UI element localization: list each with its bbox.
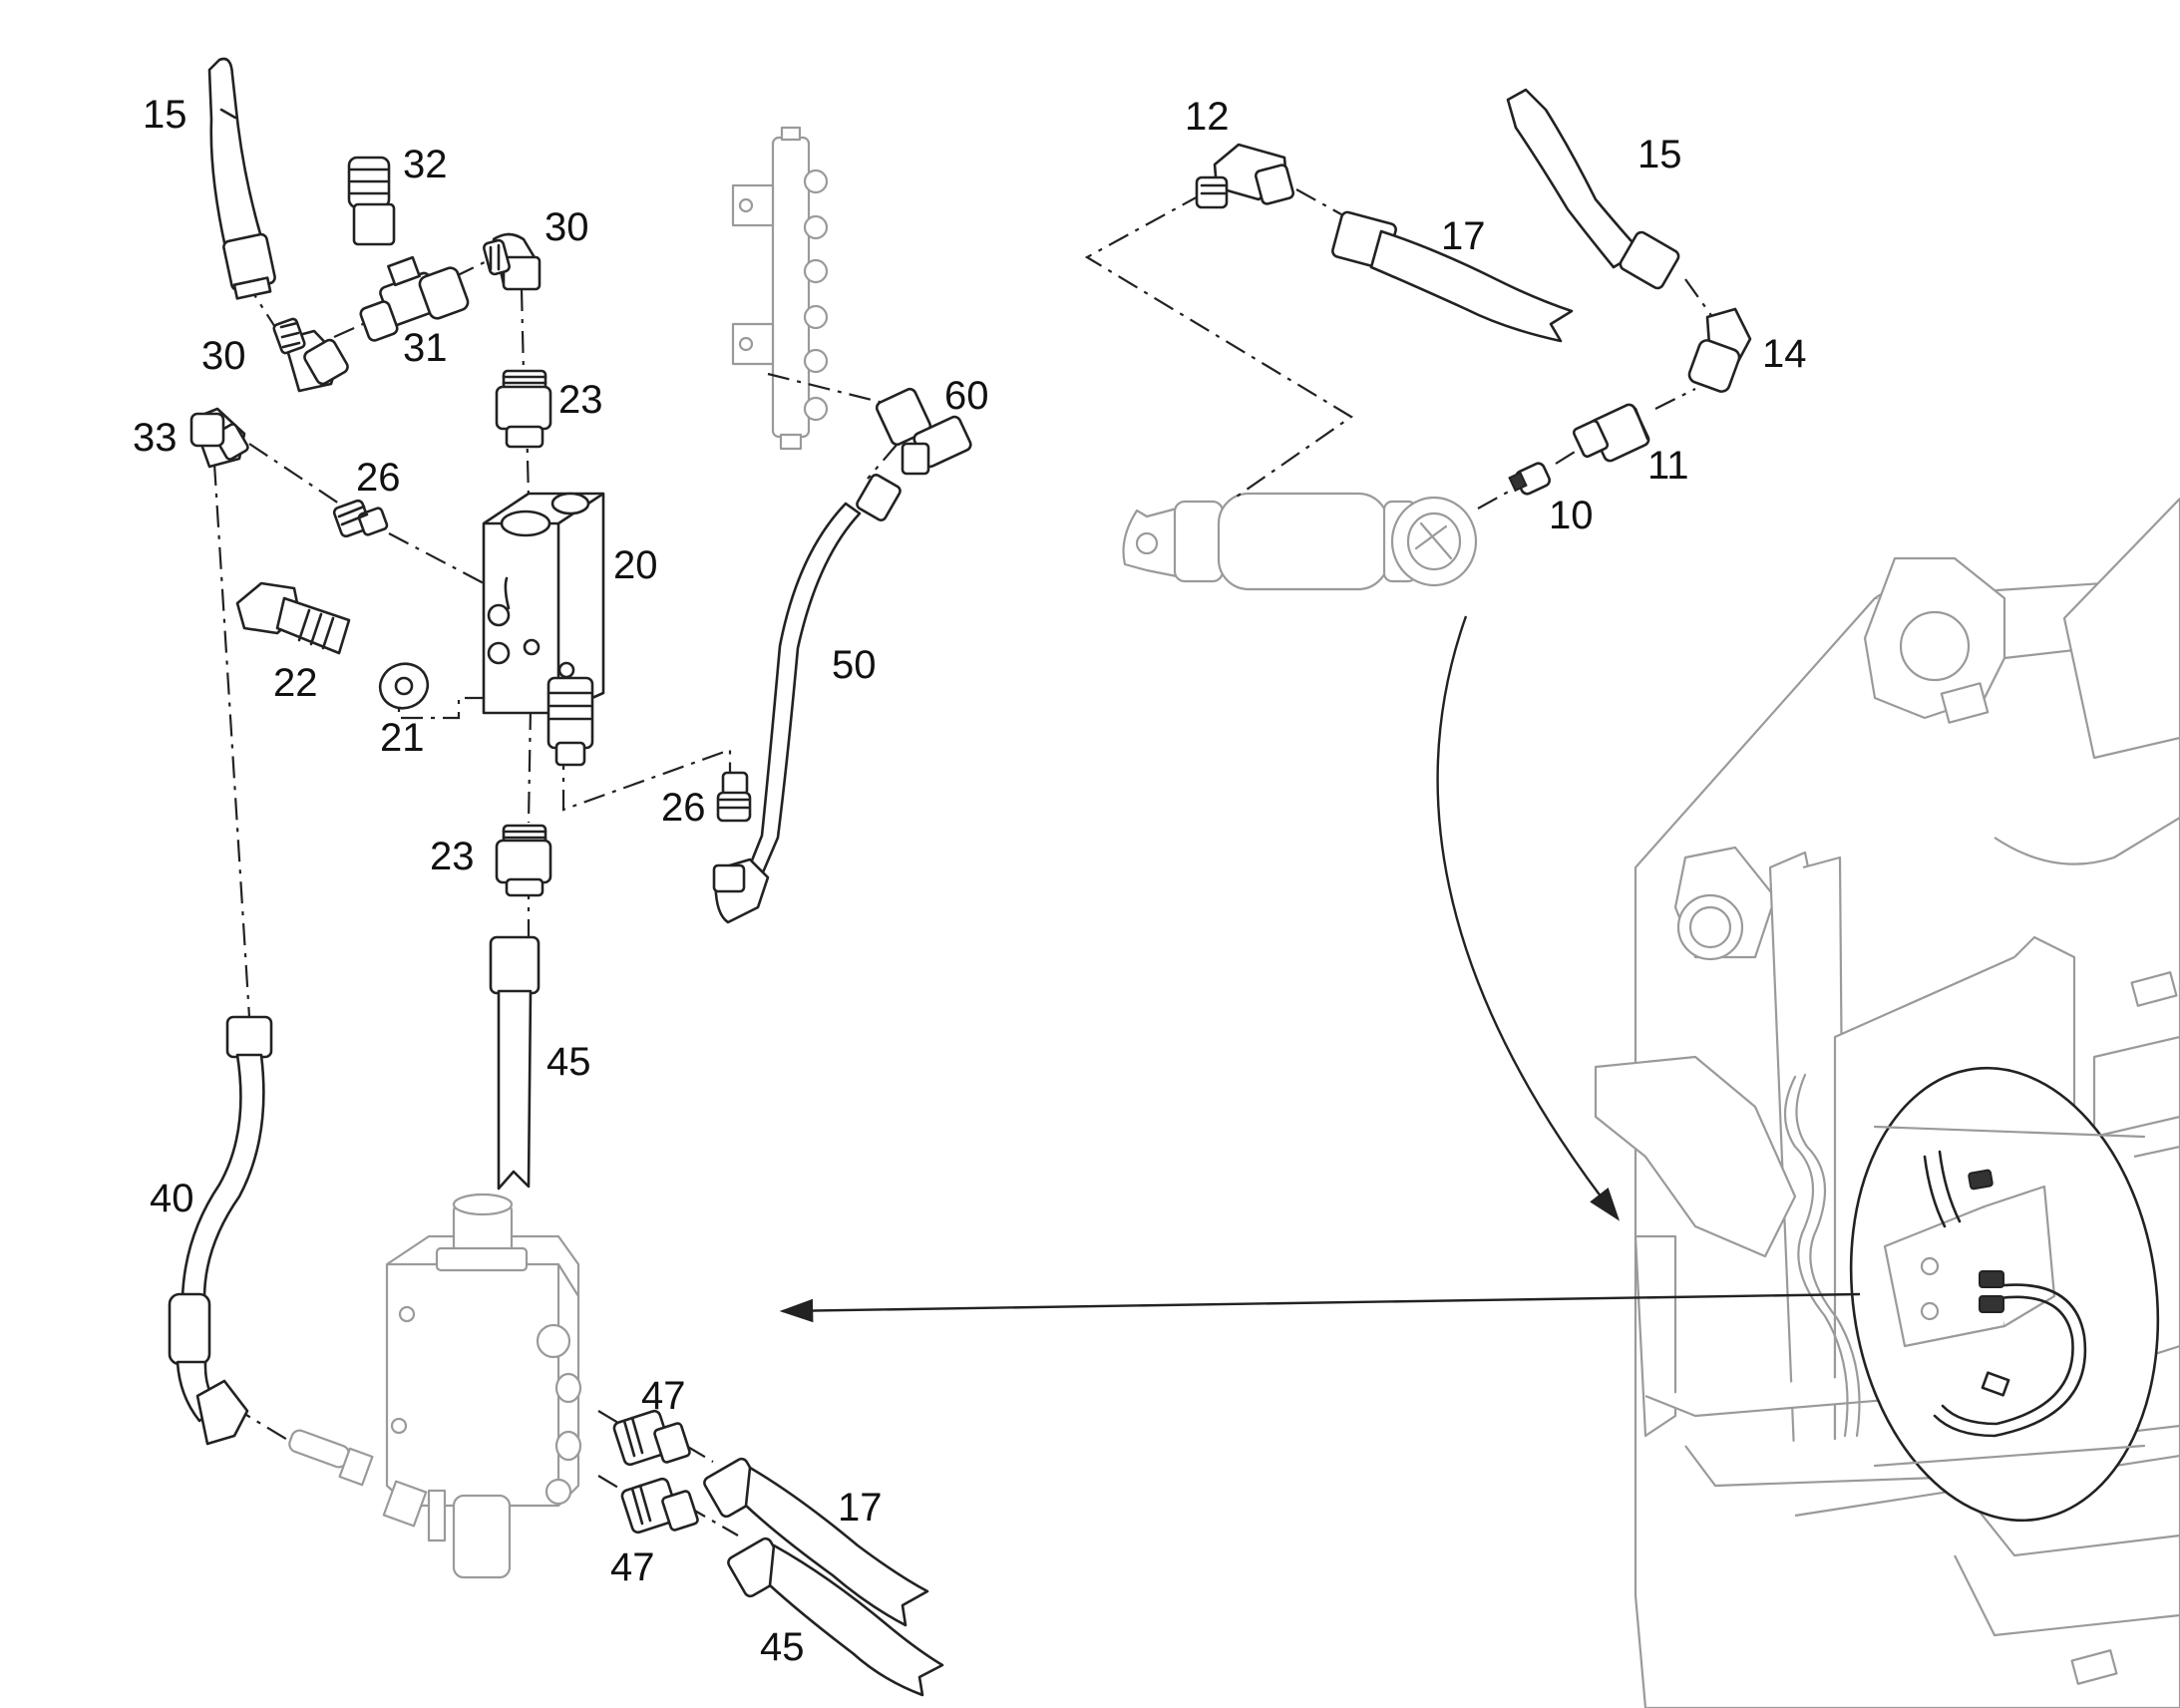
ghost-fitting [288, 1429, 428, 1528]
hydraulic-cylinder [1122, 492, 1478, 591]
flow-arrows [779, 615, 1861, 1323]
fitting-23-upper [495, 369, 552, 449]
label-15-right: 15 [1637, 133, 1682, 176]
label-17-upper: 17 [1441, 214, 1486, 258]
label-45-vertical: 45 [546, 1040, 591, 1084]
label-40: 40 [150, 1177, 194, 1220]
elbow-30-left [272, 317, 349, 393]
machine-frame [1594, 497, 2180, 1708]
label-14: 14 [1762, 332, 1807, 376]
elbow-30-right [483, 232, 542, 291]
bolt-22 [235, 581, 351, 655]
elbow-14 [1687, 307, 1752, 393]
fitting-26-upper [332, 499, 389, 538]
label-26-upper: 26 [356, 456, 401, 500]
label-30-right: 30 [545, 205, 589, 249]
fitting-32 [347, 156, 396, 246]
hose-17-upper [1331, 210, 1574, 343]
label-30-left: 30 [201, 334, 246, 378]
label-26-lower: 26 [661, 786, 706, 830]
label-22: 22 [273, 661, 318, 705]
hose-15-left [207, 57, 276, 300]
detail-inset [1849, 1066, 2160, 1523]
label-60: 60 [944, 374, 989, 418]
valve-block [385, 1193, 582, 1579]
hose-40 [168, 1015, 273, 1446]
fitting-47-lower [620, 1477, 699, 1535]
label-31: 31 [403, 326, 448, 370]
fitting-12 [1195, 143, 1295, 209]
tee-fitting-60 [875, 387, 972, 476]
fitting-23-lower [495, 824, 552, 897]
label-33: 33 [133, 416, 178, 460]
label-23-upper: 23 [558, 378, 603, 422]
hose-45-vertical [489, 935, 541, 1191]
label-15-left: 15 [143, 93, 187, 137]
label-17-lower: 17 [838, 1486, 883, 1530]
tee-fitting-31 [359, 255, 470, 342]
label-20: 20 [613, 543, 658, 587]
label-32: 32 [403, 143, 448, 186]
fitting-11 [1572, 403, 1650, 463]
part-labels: 15 32 30 30 31 23 33 26 20 22 21 26 23 4… [133, 93, 1807, 1669]
label-45-lower: 45 [760, 1625, 805, 1669]
fitting-47-upper [612, 1409, 691, 1467]
label-50: 50 [832, 643, 877, 687]
washer-21 [378, 662, 430, 710]
hose-45-lower [727, 1537, 944, 1697]
label-10: 10 [1549, 494, 1594, 537]
label-23-lower: 23 [430, 835, 475, 878]
valve-20 [482, 492, 605, 767]
hose-50 [712, 474, 902, 924]
hose-15-right [1506, 88, 1680, 290]
fitting-10 [1508, 462, 1551, 496]
hose-17-lower [703, 1457, 929, 1627]
fitting-26-lower [716, 771, 752, 823]
label-21: 21 [380, 716, 425, 760]
elbow-33 [189, 407, 249, 469]
label-11: 11 [1647, 444, 1689, 488]
label-47-lower: 47 [610, 1545, 655, 1589]
label-12: 12 [1185, 95, 1230, 139]
label-47-upper: 47 [641, 1374, 686, 1418]
manifold-bar [731, 126, 829, 451]
